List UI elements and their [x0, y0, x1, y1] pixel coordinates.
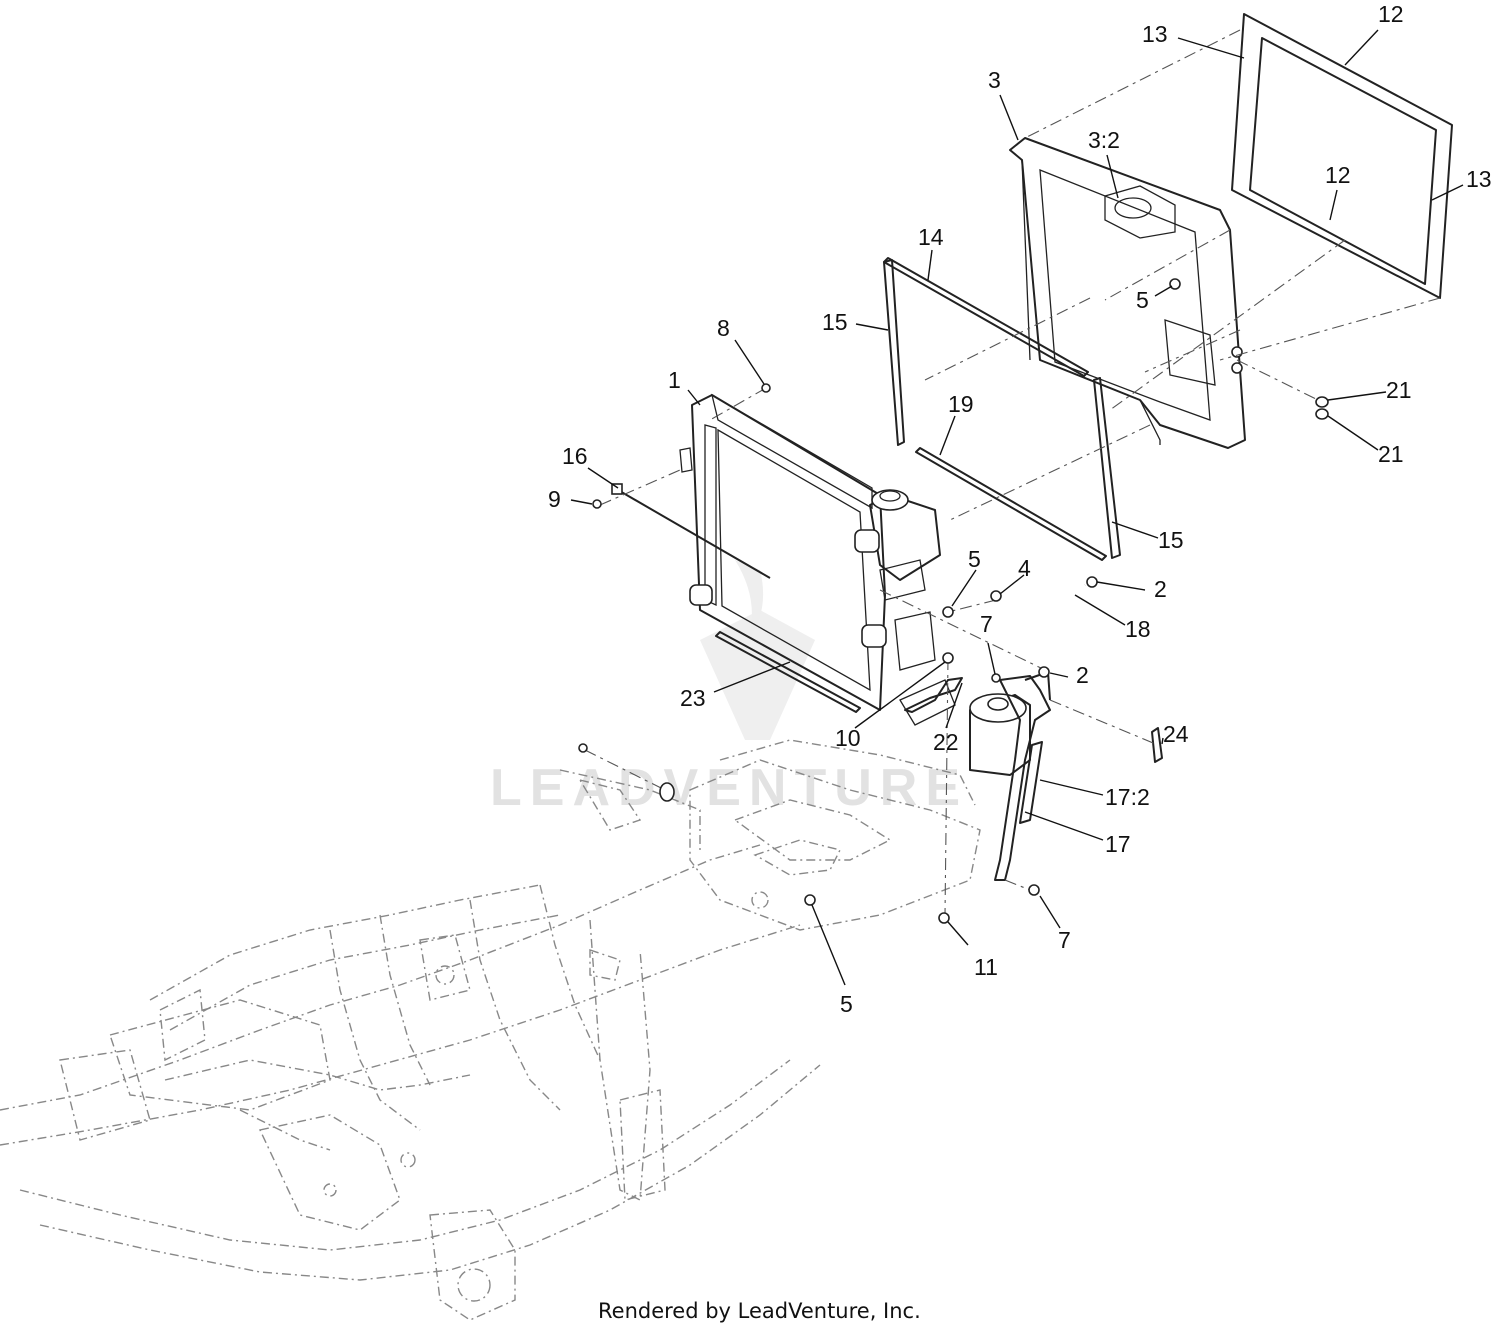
bracket-22 [904, 677, 963, 713]
callout-7: 7 [1058, 927, 1071, 953]
callout-24: 24 [1163, 721, 1189, 747]
callout-22: 22 [933, 729, 959, 755]
plug-21-icon [1315, 408, 1329, 420]
callout-7: 7 [980, 611, 993, 637]
callout-1: 1 [668, 367, 681, 393]
bushing-icon [659, 782, 675, 802]
nut-5-icon [804, 894, 816, 906]
leader-lines [570, 29, 1464, 986]
callout-10: 10 [835, 725, 861, 751]
footer-credit: Rendered by LeadVenture, Inc. [598, 1299, 921, 1323]
callout-17: 17 [1105, 831, 1131, 857]
nut-11-icon [938, 912, 950, 924]
watermark-text: LEADVENTURE [490, 759, 968, 817]
callout-3-2: 3:2 [1088, 127, 1120, 153]
callout-17-2: 17:2 [1105, 784, 1150, 810]
chassis-frame [0, 739, 981, 1321]
bolt-8-icon [761, 383, 771, 393]
callout-13: 13 [1142, 21, 1168, 47]
bolt-7-icon [1028, 884, 1040, 896]
callout-3: 3 [988, 67, 1001, 93]
callout-11: 11 [974, 954, 998, 980]
screen-frame-12-13 [1231, 13, 1453, 299]
seal-23 [715, 631, 861, 713]
callouts: 13 12 3 3:2 12 13 14 5 15 8 1 21 19 21 1… [548, 1, 1492, 1017]
callout-2: 2 [1076, 662, 1089, 688]
nut-9-icon [592, 499, 602, 509]
callout-13: 13 [1466, 166, 1492, 192]
callout-12: 12 [1378, 1, 1404, 27]
callout-9: 9 [548, 486, 561, 512]
radiator-1 [679, 393, 956, 726]
bolt-10-icon [942, 652, 954, 664]
callout-5: 5 [1136, 287, 1149, 313]
assembly-lines [584, 29, 1441, 916]
bolt-icon [578, 743, 588, 753]
callout-21: 21 [1386, 377, 1412, 403]
bolt-7-icon [991, 673, 1001, 683]
callout-21: 21 [1378, 441, 1404, 467]
callout-15: 15 [1158, 527, 1184, 553]
clamp-2-icon [1038, 666, 1050, 678]
callout-18: 18 [1125, 616, 1151, 642]
nut-5-icon [942, 606, 954, 618]
callout-4: 4 [1018, 555, 1031, 581]
rod-16 [611, 483, 771, 579]
bolt-4-icon [990, 590, 1002, 602]
seal-strips [883, 257, 1121, 561]
callout-5: 5 [968, 546, 981, 572]
callout-14: 14 [918, 224, 944, 250]
hardware [578, 278, 1329, 924]
callout-23: 23 [680, 685, 706, 711]
hose-18 [1009, 583, 1086, 671]
callout-19: 19 [948, 391, 974, 417]
plug-21-icon [1315, 396, 1329, 408]
callout-12: 12 [1325, 162, 1351, 188]
clamp-2-icon [1086, 576, 1098, 588]
callout-2: 2 [1154, 576, 1167, 602]
shroud-3 [1009, 137, 1246, 449]
callout-8: 8 [717, 315, 730, 341]
reservoir-17 [969, 671, 1163, 881]
nut-5-icon [1169, 278, 1181, 290]
callout-5: 5 [840, 991, 853, 1017]
watermark: LEADVENTURE [490, 560, 968, 817]
callout-16: 16 [562, 443, 588, 469]
callout-15: 15 [822, 309, 848, 335]
